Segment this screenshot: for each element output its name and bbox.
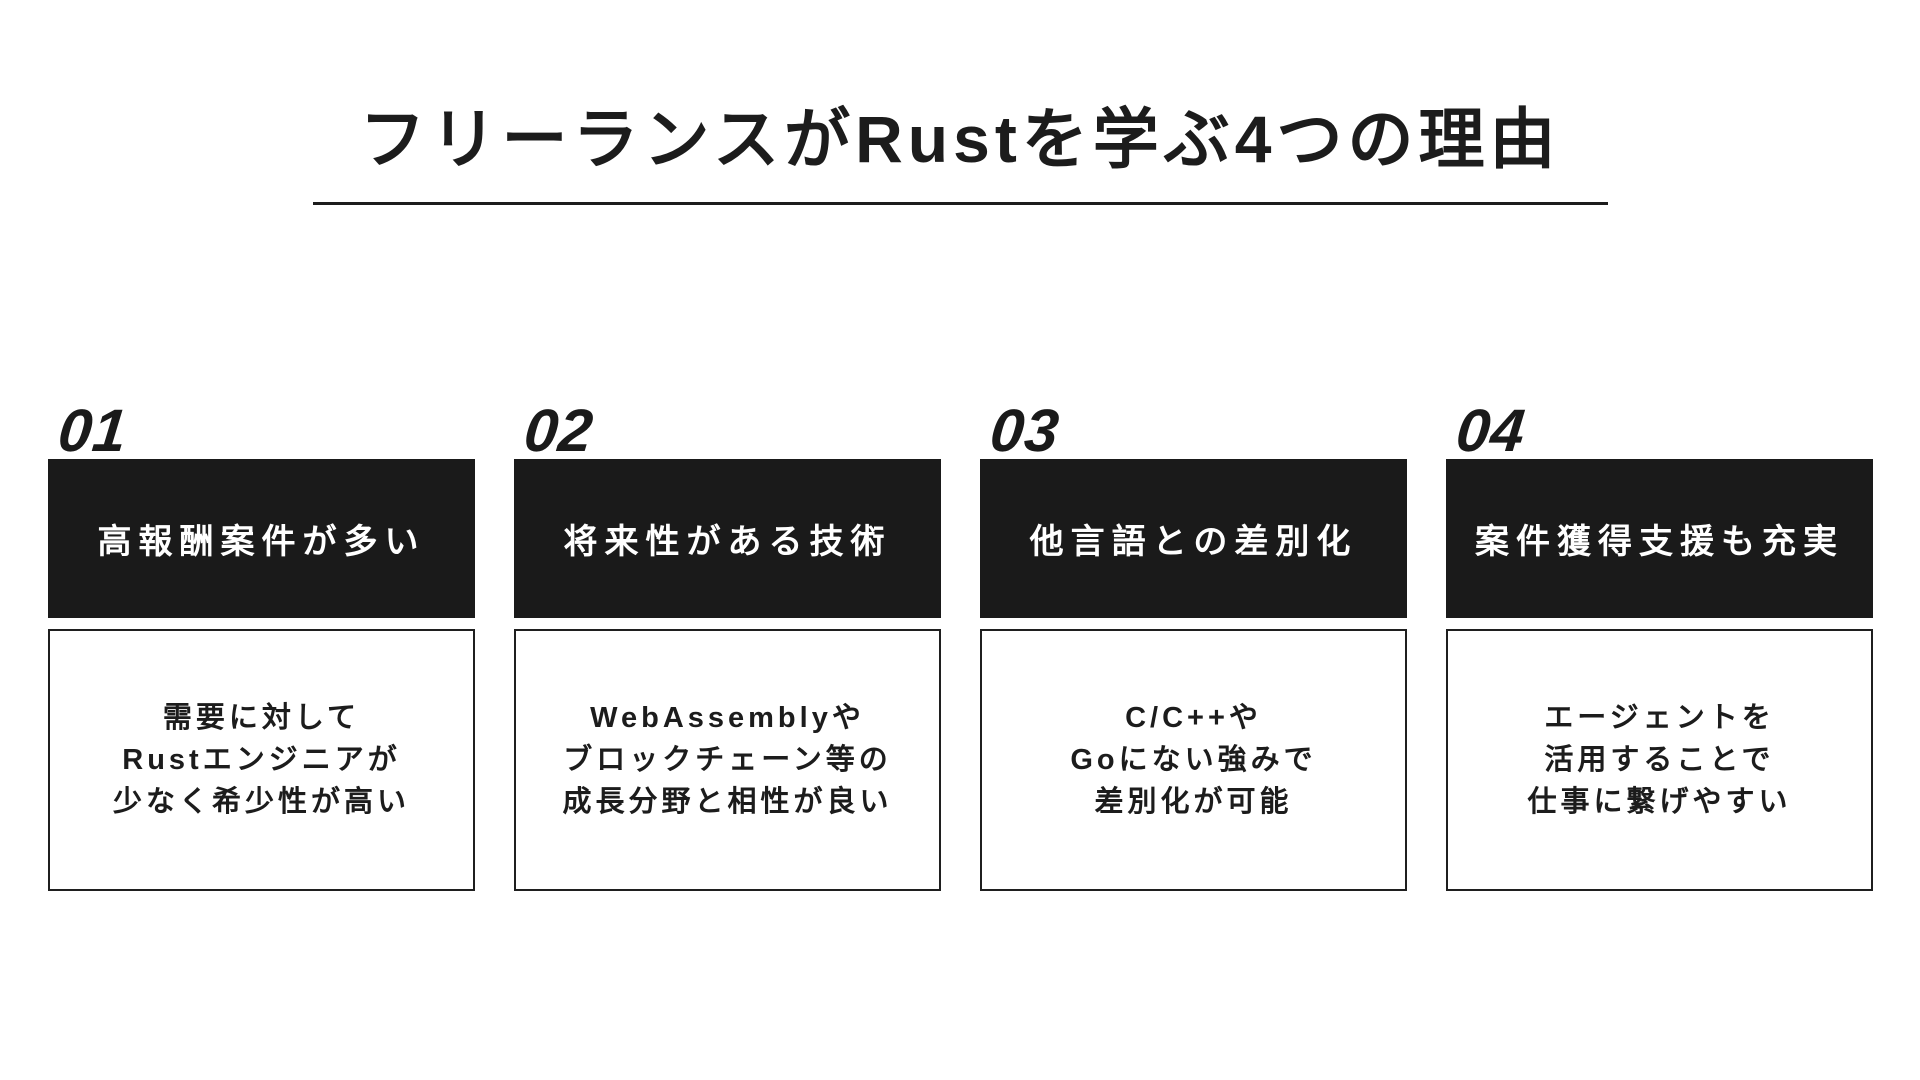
card-header-4: 案件獲得支援も充実 [1446,459,1873,619]
card-body-2: WebAssemblyや ブロックチェーン等の 成長分野と相性が良い [514,629,941,892]
card-reason-2: 02 将来性がある技術 WebAssemblyや ブロックチェーン等の 成長分野… [514,397,941,892]
card-header-3: 他言語との差別化 [980,459,1407,619]
card-header-2: 将来性がある技術 [514,459,941,619]
card-header-1: 高報酬案件が多い [48,459,475,619]
title-underline [312,202,1608,205]
title-block: フリーランスがRustを学ぶ4つの理由 [0,0,1920,205]
card-body-4: エージェントを 活用することで 仕事に繋げやすい [1446,629,1873,892]
card-number-1: 01 [55,397,131,464]
reasons-cards-row: 01 高報酬案件が多い 需要に対して Rustエンジニアが 少なく希少性が高い … [48,397,1873,892]
page-title: フリーランスがRustを学ぶ4つの理由 [359,102,1561,176]
card-number-4: 04 [1453,397,1529,464]
card-reason-4: 04 案件獲得支援も充実 エージェントを 活用することで 仕事に繋げやすい [1446,397,1873,892]
card-reason-3: 03 他言語との差別化 C/C++や Goにない強みで 差別化が可能 [980,397,1407,892]
card-number-2: 02 [521,397,597,464]
card-body-1: 需要に対して Rustエンジニアが 少なく希少性が高い [48,629,475,892]
card-body-3: C/C++や Goにない強みで 差別化が可能 [980,629,1407,892]
card-number-3: 03 [987,397,1063,464]
card-reason-1: 01 高報酬案件が多い 需要に対して Rustエンジニアが 少なく希少性が高い [48,397,475,892]
